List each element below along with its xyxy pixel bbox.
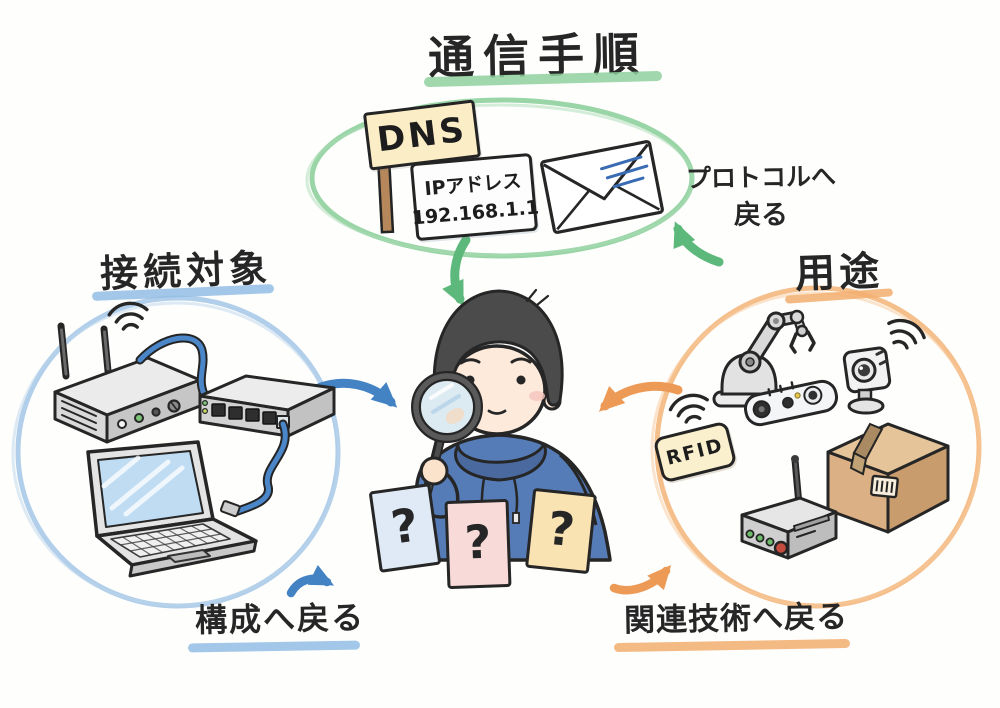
ip-card-label: IPアドレス <box>423 169 523 201</box>
arrow-green-to-center <box>442 235 471 307</box>
uses-return-note: 関連技術へ戻る <box>623 599 849 639</box>
protocol-return-note-line1: プロトコルへ <box>685 161 837 194</box>
cardboard-box-illustration <box>826 422 950 534</box>
network-switch-illustration <box>198 374 336 438</box>
ethernet-cable <box>135 333 209 399</box>
protocol-return-note-line2: 戻る <box>734 200 788 231</box>
depth-sensor-illustration <box>743 379 839 427</box>
ip-address-card: IPアドレス 192.168.1.1 <box>409 152 540 242</box>
arrow-orange-return <box>609 565 672 595</box>
ethernet-cable <box>219 419 290 518</box>
arrow-orange-to-center <box>598 381 683 412</box>
question-card-pink: ? <box>444 498 512 590</box>
rfid-tag-label: RFID <box>663 434 727 470</box>
envelope-icon <box>540 140 664 234</box>
question-mark: ? <box>387 497 422 555</box>
question-card-blue: ? <box>368 483 442 573</box>
blue-ellipse <box>11 295 341 609</box>
network-camera-illustration <box>842 318 926 415</box>
question-mark: ? <box>545 500 578 558</box>
wifi-icon <box>668 393 709 424</box>
laptop-illustration <box>86 440 258 578</box>
wifi-icon <box>887 318 926 350</box>
ip-card-value: 192.168.1.1 <box>410 196 540 230</box>
targets-return-note: 構成へ戻る <box>194 598 366 640</box>
arrow-blue-return <box>286 565 335 598</box>
wifi-icon <box>107 301 149 331</box>
question-mark: ? <box>463 514 493 570</box>
arrow-green-return <box>673 221 724 267</box>
wifi-router-illustration <box>53 301 202 444</box>
question-card-yellow: ? <box>524 487 598 575</box>
green-ellipse <box>305 97 695 259</box>
iot-gateway-illustration <box>740 455 838 560</box>
dns-sign-label: DNS <box>374 109 470 161</box>
